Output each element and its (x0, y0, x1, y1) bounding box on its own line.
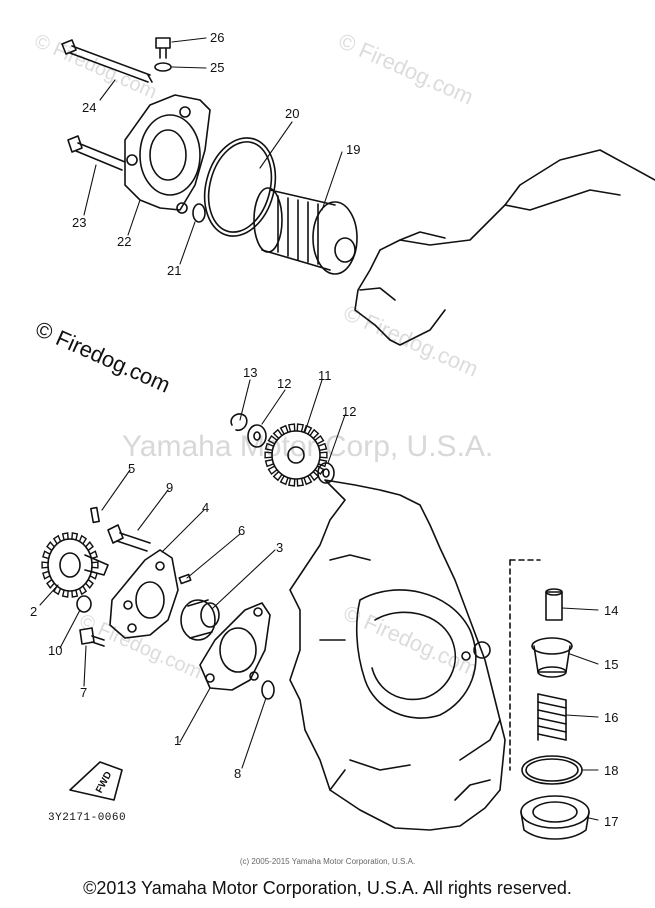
callout-26: 26 (210, 30, 224, 45)
copyright-footer: ©2013 Yamaha Motor Corporation, U.S.A. A… (83, 878, 572, 898)
callout-4: 4 (202, 500, 209, 515)
gear-tooth (41, 561, 49, 569)
filter-cover-22 (124, 94, 211, 214)
gear-tooth (296, 423, 305, 432)
cap-17 (520, 795, 590, 840)
callout-13: 13 (243, 365, 257, 380)
callout-12b: 12 (342, 404, 356, 419)
callout-21: 21 (167, 263, 181, 278)
callout-5: 5 (128, 461, 135, 476)
gear-tooth (42, 570, 51, 580)
pump-housing-4 (109, 549, 179, 639)
plug-15 (531, 637, 573, 678)
gear-11-teeth (264, 423, 328, 487)
gear-tooth (264, 442, 274, 452)
bolt-9 (107, 524, 151, 552)
gear-tooth (279, 424, 289, 435)
gear-11 (271, 430, 321, 480)
gear-tooth (42, 550, 51, 560)
gear-2 (47, 538, 109, 592)
gear-tooth (78, 534, 88, 545)
gear-tooth (71, 532, 79, 541)
callout-17: 17 (604, 814, 618, 829)
gear-tooth (314, 434, 325, 445)
spring-16 (537, 693, 567, 741)
gear-tooth (279, 475, 289, 486)
gear-tooth (84, 578, 94, 589)
callout-20: 20 (285, 106, 299, 121)
gear-tooth (89, 550, 98, 560)
pipe-14 (545, 588, 563, 621)
gear-tooth (272, 428, 283, 439)
callout-7: 7 (80, 685, 87, 700)
part-code: 3Y2171-0060 (48, 812, 127, 824)
gear-tooth (61, 589, 69, 598)
callout-24: 24 (82, 100, 96, 115)
watermark-center: Yamaha Motor Corp, U.S.A. (122, 430, 494, 463)
gear-tooth (52, 534, 62, 545)
crankcase-lower-outline (289, 479, 506, 831)
gear-tooth (61, 532, 69, 541)
gear-tooth (267, 465, 278, 476)
clip-13 (230, 413, 248, 432)
gear-tooth (264, 458, 274, 468)
gear-tooth (287, 478, 296, 487)
callout-25: 25 (210, 60, 224, 75)
callout-22: 22 (117, 234, 131, 249)
gear-tooth (287, 423, 296, 432)
pump-cover-1 (199, 602, 271, 691)
gear-tooth (71, 589, 79, 598)
small-copyright: (c) 2005-2015 Yamaha Motor Corporation, … (239, 857, 416, 866)
gear-tooth (309, 428, 320, 439)
callout-11: 11 (318, 368, 332, 383)
callout-12a: 12 (277, 376, 291, 391)
gear-tooth (303, 424, 313, 435)
callout-16: 16 (604, 710, 618, 725)
gear-tooth (52, 585, 62, 596)
callout-3: 3 (276, 540, 283, 555)
gear-tooth (309, 471, 320, 482)
callout-1: 1 (174, 733, 181, 748)
leader-lines (39, 37, 599, 821)
callout-labels: 26 25 24 20 19 23 22 21 13 12 11 12 5 9 … (30, 30, 618, 829)
callout-15: 15 (604, 657, 618, 672)
gear-tooth (318, 458, 328, 468)
callout-8: 8 (234, 766, 241, 781)
strainer-group-bracket (509, 559, 541, 771)
crankcase-upper-outline (354, 149, 655, 346)
gear-tooth (78, 585, 88, 596)
callout-10: 10 (48, 643, 62, 658)
gear-tooth (89, 570, 98, 580)
callout-2: 2 (30, 604, 37, 619)
callout-19: 19 (346, 142, 360, 157)
screw-7 (79, 627, 105, 647)
bolt-26 (155, 37, 171, 59)
callout-6: 6 (238, 523, 245, 538)
gear-tooth (264, 451, 273, 459)
oil-filter-19 (253, 187, 358, 275)
gear-tooth (46, 578, 56, 589)
bolt-23 (67, 135, 126, 171)
gear-tooth (314, 465, 325, 476)
callout-18: 18 (604, 763, 618, 778)
callout-14: 14 (604, 603, 618, 618)
gear-tooth (296, 478, 305, 487)
gear-tooth (91, 561, 99, 569)
gear-tooth (319, 451, 328, 459)
rotor-3 (180, 599, 220, 641)
fwd-arrow-icon (69, 761, 123, 801)
gear-2-teeth (41, 532, 99, 598)
gear-tooth (267, 434, 278, 445)
gear-tooth (303, 475, 313, 486)
gear-tooth (318, 442, 328, 452)
gear-tooth (272, 471, 283, 482)
callout-9: 9 (166, 480, 173, 495)
gear-tooth (84, 541, 94, 552)
bolt-24 (61, 39, 153, 83)
callout-23: 23 (72, 215, 86, 230)
gear-tooth (46, 541, 56, 552)
